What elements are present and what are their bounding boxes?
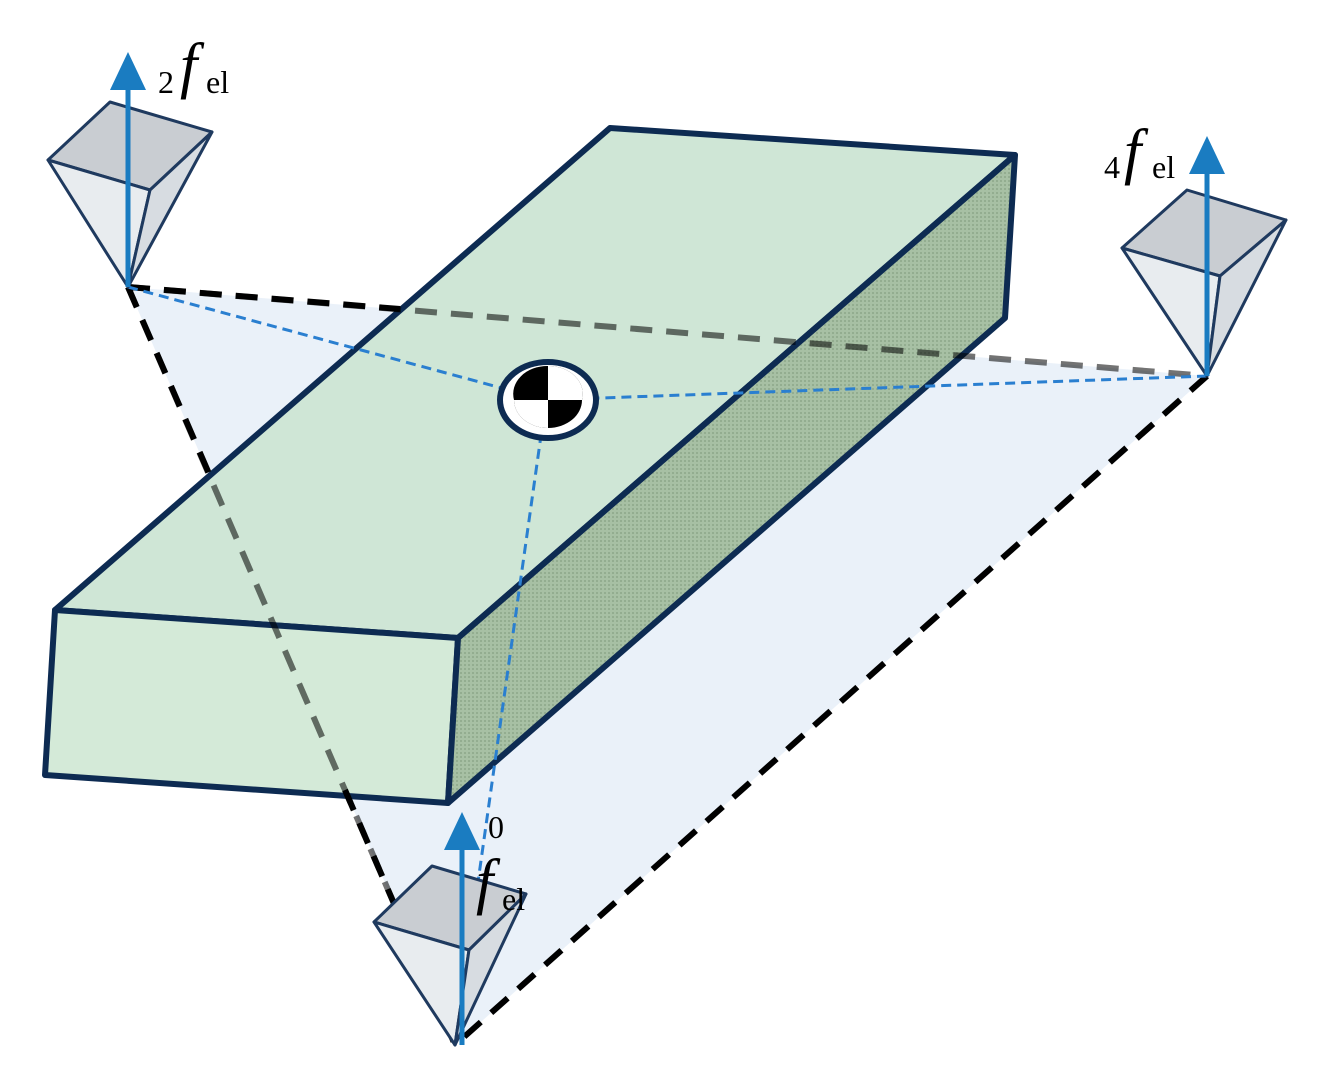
label-0-prefix: 0	[488, 809, 504, 845]
label-2-subscript: el	[206, 64, 229, 100]
label-force-2: 2 f el	[158, 32, 229, 100]
force-arrows	[110, 52, 1225, 1045]
force-arrow-2-icon	[110, 52, 146, 287]
support-foot-4	[1120, 188, 1288, 378]
center-of-mass-icon	[497, 359, 599, 441]
label-2-symbol: f	[180, 32, 205, 100]
label-4-prefix: 4	[1104, 149, 1120, 185]
connector-2	[127, 285, 547, 402]
connector-0	[453, 399, 548, 1046]
label-force-4: 4 f el	[1104, 118, 1175, 186]
edge-4-to-0	[453, 373, 1209, 1048]
label-0-subscript: el	[502, 881, 525, 917]
label-4-subscript: el	[1152, 149, 1175, 185]
force-arrow-0-icon	[444, 812, 480, 1045]
label-4-symbol: f	[1124, 118, 1149, 186]
foot-4-right-face	[1205, 218, 1288, 378]
support-foot-0	[372, 864, 528, 1047]
box-side-face	[445, 152, 1018, 806]
box-front-face	[42, 607, 461, 806]
connector-4	[545, 374, 1208, 402]
force-arrow-4-icon	[1189, 136, 1225, 376]
connector-lines	[127, 285, 1208, 1046]
label-2-prefix: 2	[158, 64, 174, 100]
edge-2-to-4-visible	[127, 284, 401, 312]
foot-2-right-face	[126, 130, 214, 289]
